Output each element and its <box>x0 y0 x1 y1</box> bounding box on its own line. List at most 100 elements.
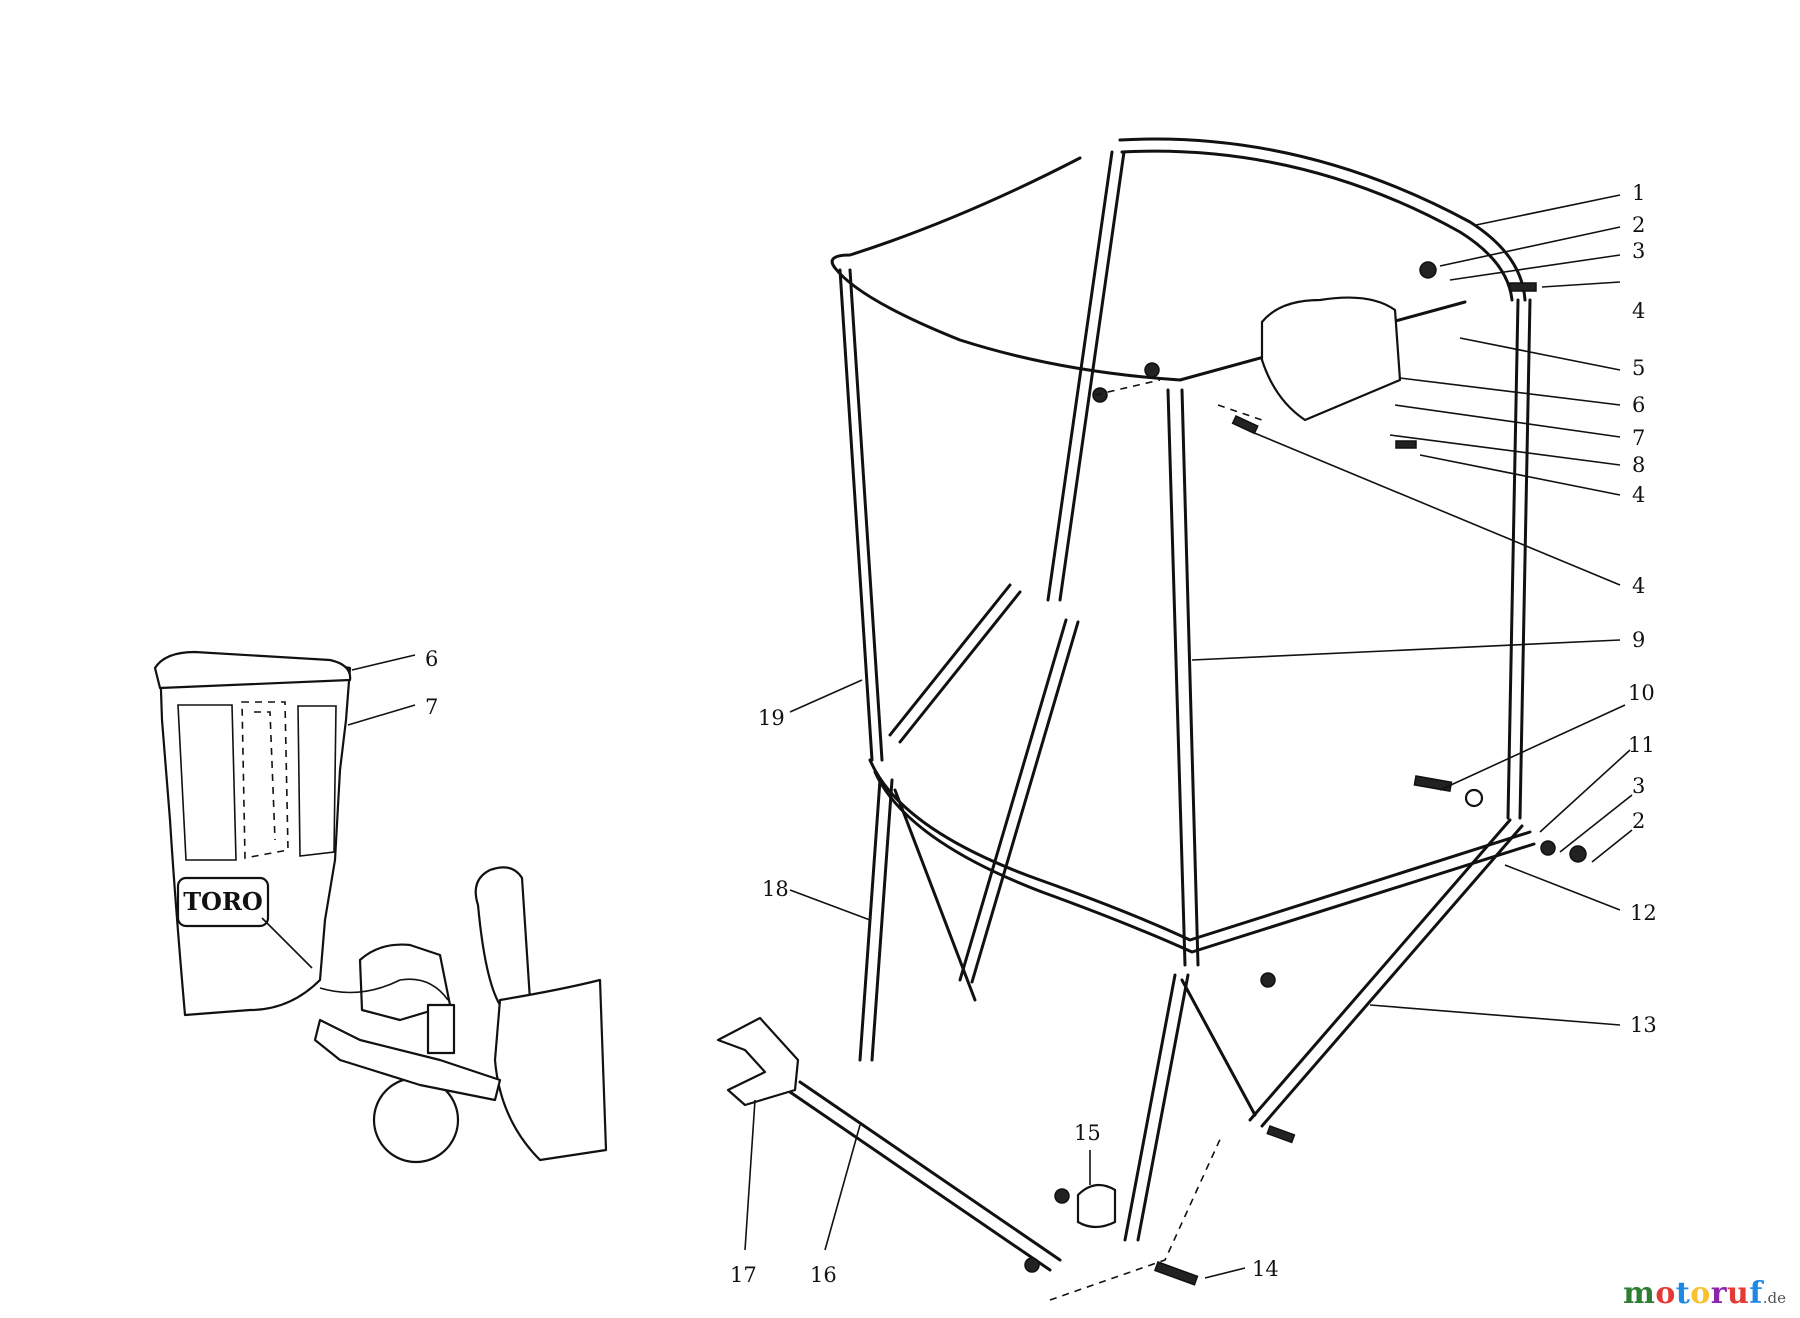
left-front-upright <box>838 268 874 762</box>
top-front-crossbar <box>833 266 1467 382</box>
hex-nut <box>1024 1257 1040 1273</box>
callout-label: 2 <box>1632 809 1645 833</box>
hex-nut <box>1054 1188 1070 1204</box>
watermark-letter: m <box>1623 1276 1656 1311</box>
hex-bolt <box>1153 1261 1199 1286</box>
inset-handle-wire <box>319 978 449 1001</box>
callout-label: 6 <box>1632 393 1645 417</box>
inset-logo-leader <box>261 917 313 969</box>
callout-label: 12 <box>1630 901 1657 925</box>
center-cross-brace <box>1180 978 1257 1117</box>
callout-label: 9 <box>1632 628 1645 652</box>
hex-bolt <box>1509 282 1537 292</box>
mid-diagonal-brace-2 <box>970 620 1080 984</box>
callout-label: 2 <box>1632 213 1645 237</box>
leader-18 <box>789 889 871 921</box>
callout-label: 14 <box>1252 1257 1279 1281</box>
hex-bolt <box>1395 440 1417 449</box>
left-rear-upright <box>1046 150 1114 602</box>
leader-10 <box>1439 704 1626 791</box>
callout-label: 8 <box>1632 453 1645 477</box>
callout-label: 16 <box>810 1263 837 1287</box>
hex-nut <box>1144 362 1160 378</box>
leader-11 <box>1539 749 1631 833</box>
hex-bolt <box>1266 1125 1296 1144</box>
callout-label: 7 <box>1632 426 1645 450</box>
left-lower-v-brace <box>893 788 977 1002</box>
right-lower-leg-2 <box>1260 824 1524 1128</box>
watermark-letter: f <box>1749 1276 1763 1311</box>
callout-label: 1 <box>1632 181 1645 205</box>
callout-label: 15 <box>1074 1121 1101 1145</box>
inset-cab-top <box>153 650 352 690</box>
watermark-text: motoruf <box>1623 1276 1763 1311</box>
leader-8 <box>1389 434 1621 466</box>
leader-3b <box>1559 794 1633 853</box>
leader-1 <box>1475 194 1621 226</box>
top-left-arc <box>830 156 1082 270</box>
leader-2b <box>1591 829 1633 863</box>
right-upright-2 <box>1518 298 1532 820</box>
hex-nut <box>1092 387 1108 403</box>
lower-crossbar-2 <box>798 1080 1062 1262</box>
center-lower-leg-2 <box>1136 973 1190 1242</box>
leader-5 <box>1459 337 1621 371</box>
inset-snowthrower-illustration: TORO <box>153 650 608 1164</box>
callout-label: 18 <box>762 877 789 901</box>
callout-label: 3 <box>1632 239 1645 263</box>
callout-label: 5 <box>1632 356 1645 380</box>
inset-discharge-chute <box>474 866 532 1007</box>
hex-nut <box>1540 840 1556 856</box>
leader-9 <box>1191 639 1621 661</box>
left-front-upright-2 <box>848 268 884 762</box>
callout-label: 10 <box>1628 681 1655 705</box>
right-lower-leg <box>1248 818 1512 1122</box>
watermark-letter: u <box>1727 1276 1750 1311</box>
right-upright <box>1506 298 1520 820</box>
leader-4b <box>1419 454 1621 496</box>
inset-engine-block <box>358 943 452 1022</box>
watermark-letter: o <box>1655 1276 1676 1311</box>
inset-logo-text: TORO <box>183 887 263 916</box>
lower-crossbar <box>788 1090 1052 1272</box>
left-rear-upright-2 <box>1058 150 1126 602</box>
inset-auger-housing <box>493 978 608 1162</box>
inset-cab-window-inner <box>254 711 276 841</box>
callout-leaders <box>347 194 1633 1279</box>
left-lower-leg-2 <box>870 778 894 1062</box>
inset-logo-plate <box>176 876 270 928</box>
leader-16 <box>824 1124 861 1251</box>
hex-bolt <box>1231 415 1259 435</box>
leader-3 <box>1449 254 1621 281</box>
center-lower-leg <box>1123 973 1177 1242</box>
clamp <box>1076 1183 1117 1229</box>
watermark-tld: .de <box>1762 1289 1786 1307</box>
watermark-logo: motoruf.de <box>1623 1276 1786 1311</box>
callout-numbers: 1 2 3 4 5 6 7 8 4 4 9 10 11 3 2 12 13 14… <box>425 181 1657 1287</box>
inset-callout-label: 6 <box>425 647 438 671</box>
cab-frame-assembly <box>716 137 1587 1301</box>
top-cover-pad <box>1260 296 1402 422</box>
watermark-letter: o <box>1690 1276 1711 1311</box>
leader-2 <box>1439 226 1621 267</box>
left-diagonal-brace <box>888 583 1012 737</box>
top-frame-bow <box>1118 137 1527 302</box>
leader-7 <box>1394 404 1621 438</box>
inset-control-box <box>426 1003 456 1055</box>
acorn-nut <box>1569 845 1587 863</box>
center-upright-2 <box>1180 388 1200 967</box>
carriage-bolt <box>1413 775 1453 792</box>
top-frame-bow-inner <box>1120 149 1514 302</box>
mount-bracket <box>716 1016 800 1107</box>
mid-diagonal-brace <box>958 618 1068 982</box>
inset-callout-label: 7 <box>425 695 438 719</box>
leader-19 <box>789 679 863 713</box>
center-upright <box>1166 388 1187 967</box>
leader-13 <box>1369 1004 1621 1026</box>
inset-leader-7 <box>347 704 416 726</box>
inset-cab-window-mid <box>241 701 289 859</box>
left-diagonal-brace-2 <box>898 590 1022 744</box>
washer <box>1464 788 1484 808</box>
leader-4c <box>1251 431 1621 586</box>
